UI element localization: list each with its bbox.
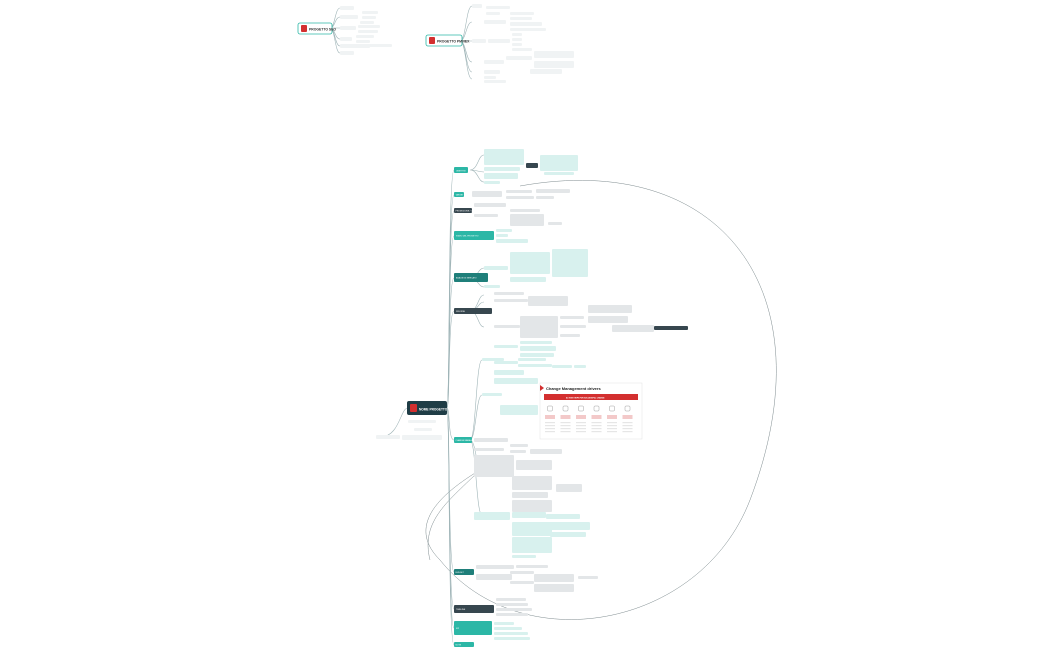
image-column-text-line xyxy=(591,431,602,433)
main-root-title: NOME PROGETTO xyxy=(419,408,448,412)
image-column-text-line xyxy=(622,428,633,430)
image-column-text-line xyxy=(607,422,617,424)
pmi-root-title: PROGETTO PMI/IEX xyxy=(437,40,470,44)
pmi-branch-4[interactable] xyxy=(472,39,486,43)
image-banner-text: ACTION STEPS FOR SUCCESSFUL CHANGE xyxy=(566,396,605,399)
pmi-root-node[interactable] xyxy=(425,34,463,47)
image-column-text-line xyxy=(591,428,602,430)
image-column-text-line xyxy=(591,425,602,427)
image-column-text-line xyxy=(545,431,555,433)
image-frame xyxy=(539,382,643,440)
image-column-text-line xyxy=(622,422,633,424)
image-column-text-line xyxy=(545,428,555,430)
image-column-text-line xyxy=(622,425,633,427)
image-column-label xyxy=(591,415,602,419)
image-column-text-line xyxy=(576,428,586,430)
seo-branch-6[interactable] xyxy=(340,51,354,55)
branch-analisi-label: ANALISI DI MERCATO xyxy=(456,277,477,280)
seo-branch-4[interactable] xyxy=(340,37,352,41)
pmi-map: PROGETTO PMI/IEX xyxy=(425,4,574,83)
image-accent-arrow xyxy=(540,385,544,391)
pmi-branch-6[interactable] xyxy=(484,70,500,74)
document-icon xyxy=(547,405,553,412)
branch-note[interactable] xyxy=(454,642,474,647)
branch-risorse[interactable] xyxy=(454,308,492,314)
seo-root-title: PROGETTO SEO xyxy=(309,28,336,32)
pmi-branch-5[interactable] xyxy=(484,60,504,64)
branch-budget-label: BUDGET xyxy=(456,572,465,574)
branch-kpi-label: KPI xyxy=(456,628,460,630)
image-column-text-line xyxy=(622,431,633,433)
image-column-text-line xyxy=(607,425,617,427)
change-management-image[interactable]: Change Management drivers ACTION STEPS F… xyxy=(539,382,643,440)
branch-note-label: NOTE xyxy=(456,645,462,647)
branch-obiettivi[interactable] xyxy=(454,167,468,173)
image-column-label xyxy=(622,415,633,419)
relationship-curve-2 xyxy=(427,469,481,561)
branch-kpi[interactable] xyxy=(454,621,492,635)
branch-target-label: TARGET xyxy=(456,194,465,197)
image-column-text-line xyxy=(576,422,586,424)
left-branch-node[interactable] xyxy=(376,435,400,439)
image-column-label xyxy=(560,415,571,419)
image-column-label xyxy=(576,415,586,419)
pmi-branch-3[interactable] xyxy=(484,20,506,24)
main-root-node[interactable] xyxy=(407,401,447,415)
gear-icon xyxy=(578,405,584,412)
image-column-text-line xyxy=(607,431,617,433)
image-column-text-line xyxy=(545,425,555,427)
branch-obiettivi-label: OBIETTIVI xyxy=(456,170,466,172)
main-branches: OBIETTIVI TARGET PROMOZIONE / ONLINE STA… xyxy=(454,167,494,647)
branch-timeline[interactable] xyxy=(454,605,494,613)
branch-promozione[interactable] xyxy=(454,208,472,213)
branch-risorse-label: RISORSE xyxy=(456,311,466,313)
image-column-text-line xyxy=(560,425,571,427)
image-column-text-line xyxy=(607,428,617,430)
branch-target[interactable] xyxy=(454,192,464,197)
main-left-notes xyxy=(376,420,442,440)
image-column-text-line xyxy=(591,422,602,424)
chart-icon xyxy=(593,405,600,412)
branch-analisi[interactable] xyxy=(454,273,488,282)
branch-change[interactable] xyxy=(454,437,472,443)
image-column-text-line xyxy=(576,431,586,433)
image-column-text-line xyxy=(560,428,571,430)
seo-branch-2[interactable] xyxy=(340,15,358,19)
seo-map: PROGETTO SEO xyxy=(297,6,392,55)
image-column-text-line xyxy=(576,425,586,427)
main-connectors xyxy=(379,154,485,646)
seo-branch-3[interactable] xyxy=(340,26,356,30)
image-column-text-line xyxy=(560,422,571,424)
image-column-text-line xyxy=(545,422,555,424)
branch-promozione-label: PROMOZIONE / ONLINE xyxy=(456,211,479,213)
sub-topics xyxy=(472,149,688,640)
branch-timeline-label: TIMELINE xyxy=(456,609,466,611)
seo-root-icon xyxy=(301,25,307,32)
branch-change-label: CHANGE MANAGEMENT xyxy=(456,439,480,442)
handshake-icon xyxy=(609,405,615,412)
image-column-text-line xyxy=(560,431,571,433)
branch-stato[interactable] xyxy=(454,231,494,240)
relationship-curve xyxy=(425,180,777,620)
image-column-label xyxy=(545,415,555,419)
mobile-icon xyxy=(624,405,631,412)
branch-budget[interactable] xyxy=(454,569,474,575)
pmi-branch-2[interactable] xyxy=(486,6,510,9)
image-title: Change Management drivers xyxy=(546,386,601,391)
people-icon xyxy=(562,405,569,412)
main-root-icon xyxy=(410,404,417,412)
pmi-root-icon xyxy=(429,37,435,44)
image-banner xyxy=(544,394,638,400)
seo-branch-1[interactable] xyxy=(340,6,354,10)
branch-stato-label: STATO DEL PROGETTO xyxy=(456,235,479,238)
pmi-branch-1[interactable] xyxy=(472,4,482,8)
image-column-label xyxy=(607,415,617,419)
